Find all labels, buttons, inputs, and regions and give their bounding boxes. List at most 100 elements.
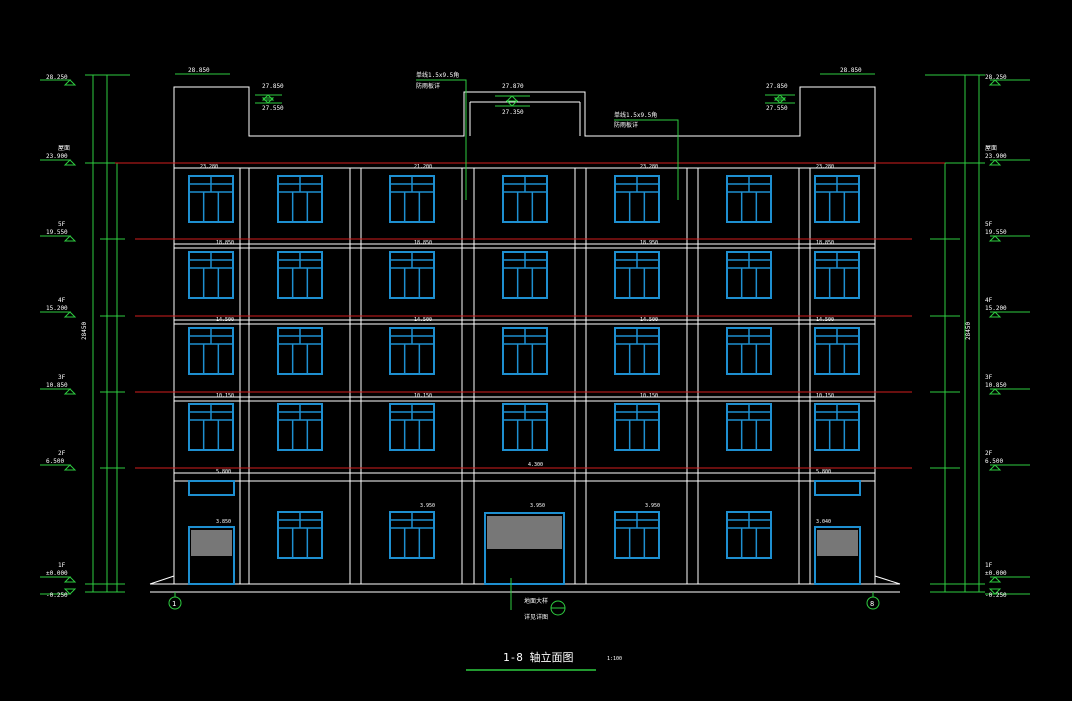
right-elev-3: 15.200	[985, 305, 1007, 312]
right-transom-window	[814, 480, 861, 496]
left-transom-window	[188, 480, 235, 496]
left-level-marks	[40, 79, 77, 595]
right-total-height: 28450	[965, 322, 972, 340]
window-r2-c3	[389, 251, 435, 299]
spot-r1-4: 23.280	[816, 164, 834, 170]
window-r3-c1	[188, 327, 234, 375]
floor-level-lines	[115, 162, 945, 469]
top-elev-5: 27.350	[502, 109, 524, 116]
left-level-name-3: 4F	[58, 297, 66, 304]
main-entrance-shutter	[487, 516, 562, 549]
right-level-name-3: 4F	[985, 297, 993, 304]
right-level-name-5: 2F	[985, 450, 993, 457]
window-r1-c4	[502, 175, 548, 223]
right-door-shutter	[817, 530, 858, 556]
left-level-name-6: 1F	[58, 562, 66, 569]
right-elev-2: 19.550	[985, 229, 1007, 236]
window-ground-4	[726, 511, 772, 559]
window-r3-c5	[614, 327, 660, 375]
right-door	[814, 526, 861, 585]
right-level-name-6: 1F	[985, 562, 993, 569]
left-elev-7: -0.250	[46, 592, 68, 599]
main-entrance-door	[484, 512, 565, 585]
left-elev-2: 19.550	[46, 229, 68, 236]
top-elev-2: 27.850	[262, 83, 284, 90]
right-level-labels: 28.250 屋面 23.900 5F 19.550 4F 15.200 3F …	[985, 74, 1007, 599]
window-ground-1	[277, 511, 323, 559]
spot-r4-3: 10.150	[640, 393, 658, 399]
spot-r3-1: 14.500	[216, 317, 234, 323]
window-r1-c2	[277, 175, 323, 223]
axis-8-bubble	[866, 596, 880, 610]
left-elev-0: 28.250	[46, 74, 68, 81]
window-ground-2	[389, 511, 435, 559]
window-r3-c7	[814, 327, 860, 375]
axis-8-label: 8	[870, 600, 874, 608]
window-r2-c7	[814, 251, 860, 299]
window-r1-c3	[389, 175, 435, 223]
drawing-scale: 1:100	[607, 656, 622, 662]
left-total-height: 28450	[81, 322, 88, 340]
entrance-note: 地面大样	[524, 597, 548, 605]
left-elev-5: 6.500	[46, 458, 64, 465]
window-ground-3	[614, 511, 660, 559]
window-r3-c4	[502, 327, 548, 375]
window-r4-c3	[389, 403, 435, 451]
window-r2-c2	[277, 251, 323, 299]
spot-r5-2: 4.300	[528, 462, 543, 468]
spot-r2-3: 18.950	[640, 240, 658, 246]
window-r4-c2	[277, 403, 323, 451]
left-level-name-5: 2F	[58, 450, 66, 457]
top-elev-7: 27.550	[766, 105, 788, 112]
right-level-marks	[985, 79, 1030, 595]
left-elev-4: 10.850	[46, 382, 68, 389]
entrance-note2: 详见详图	[524, 613, 548, 621]
left-roof-note2: 防雨板详	[416, 82, 440, 90]
axis-1-bubble	[168, 596, 182, 610]
spot-r2-4: 18.850	[816, 240, 834, 246]
window-r3-c3	[389, 327, 435, 375]
window-r3-c6	[726, 327, 772, 375]
right-roof-note: 单线1.5x9.5角	[614, 111, 657, 119]
window-r2-c6	[726, 251, 772, 299]
drawing-title: 1-8 轴立面图	[503, 650, 574, 664]
window-r2-c1	[188, 251, 234, 299]
window-r4-c4	[502, 403, 548, 451]
spot-r1-1: 23.280	[200, 164, 218, 170]
top-elev-4: 27.870	[502, 83, 524, 90]
leader-lines	[175, 73, 875, 610]
right-dimension-chain	[925, 74, 985, 593]
left-elev-1: 23.900	[46, 153, 68, 160]
spot-r1-3: 23.280	[640, 164, 658, 170]
right-elev-4: 10.850	[985, 382, 1007, 389]
window-spot-labels: 23.280 21.200 23.280 23.280 18.850 18.85…	[200, 164, 834, 525]
window-r2-c4	[502, 251, 548, 299]
left-level-name-2: 5F	[58, 221, 66, 228]
window-r4-c1	[188, 403, 234, 451]
left-level-name-4: 3F	[58, 374, 66, 381]
top-elev-left: 28.850	[188, 67, 210, 74]
right-elev-6: ±0.000	[985, 570, 1007, 577]
window-grid	[188, 175, 860, 559]
spot-r3-4: 14.500	[816, 317, 834, 323]
right-level-name-4: 3F	[985, 374, 993, 381]
top-elev-3: 27.550	[262, 105, 284, 112]
spot-r4-2: 10.150	[414, 393, 432, 399]
window-r4-c5	[614, 403, 660, 451]
axis-1-label: 1	[172, 600, 176, 608]
spot-g2: 3.950	[420, 503, 435, 509]
right-level-name-1: 屋面	[985, 145, 997, 152]
left-level-labels: 28.250 屋面 23.900 5F 19.550 4F 15.200 3F …	[46, 74, 70, 599]
top-elev-6: 27.850	[766, 83, 788, 90]
drawing-title-block: 1-8 轴立面图 1:100	[466, 650, 622, 671]
left-door-shutter	[191, 530, 232, 556]
window-r3-c2	[277, 327, 323, 375]
left-level-name-1: 屋面	[58, 145, 70, 152]
left-door	[188, 526, 235, 585]
window-r1-c6	[726, 175, 772, 223]
right-elev-1: 23.900	[985, 153, 1007, 160]
spot-r5-3: 5.800	[816, 469, 831, 475]
spot-r2-1: 18.850	[216, 240, 234, 246]
spot-g1: 3.850	[216, 519, 231, 525]
top-annotations: 28.850 27.850 27.550 27.870 27.350 27.85…	[188, 67, 862, 621]
